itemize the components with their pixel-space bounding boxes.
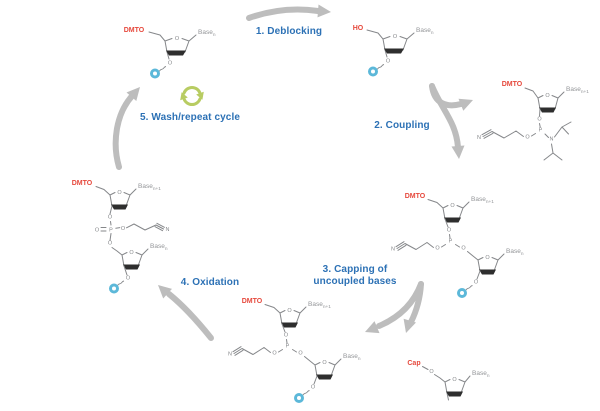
linker-oxygen-atom: O: [126, 276, 131, 282]
base-label: Basen+1: [566, 86, 589, 95]
linker-oxygen-atom: O: [311, 385, 316, 391]
dmt-group-label: DMTO: [502, 81, 523, 88]
linker-oxygen-atom: O: [386, 59, 391, 65]
nitrile-nitrogen-atom: N: [166, 227, 170, 233]
synthesis-cycle-diagram: { "steps": { "deblocking": "1. Deblockin…: [71, 4, 590, 403]
oxygen-atom: O: [108, 215, 113, 221]
bond-lines: [148, 31, 197, 73]
ring-oxygen-atom: O: [322, 360, 327, 366]
oxygen-atom: O: [429, 369, 434, 375]
oxygen-atom: O: [447, 228, 452, 234]
linker-oxygen-atom: O: [168, 61, 173, 67]
ring-oxygen-atom: O: [485, 255, 490, 261]
base-label-bottom: Basen: [343, 353, 361, 362]
linker-oxygen-atom: O: [474, 280, 479, 286]
amine-nitrogen-atom: N: [550, 137, 554, 143]
oxygen-atom: O: [298, 351, 303, 357]
step-label-capping: 3. Capping of uncoupled bases: [295, 264, 415, 287]
solid-support-bead: [368, 66, 378, 77]
step-label-deblocking: 1. Deblocking: [255, 26, 323, 37]
oxygen-atom: O: [284, 333, 289, 339]
dmt-group-label: DMTO: [124, 27, 145, 34]
oxygen-atom: O: [272, 351, 277, 357]
solid-support-bead: [109, 283, 119, 294]
base-label-bottom: Basen: [506, 248, 524, 257]
molecule-oxidized-phosphate: DMTO O Basen+1 O P O O N O O Basen O: [72, 180, 170, 294]
dmt-group-label: DMTO: [72, 180, 93, 187]
phosphorus-atom: P: [109, 228, 113, 234]
oxygen-atom: O: [121, 226, 126, 232]
solid-support-bead: [150, 68, 160, 79]
ring-oxygen-atom: O: [393, 34, 398, 40]
bond-lines: [395, 199, 505, 292]
bond-lines: [232, 304, 342, 397]
double-bond-oxygen-atom: O: [95, 228, 100, 234]
ring-oxygen-atom: O: [117, 190, 122, 196]
dmt-group-label: DMTO: [242, 298, 263, 305]
step-label-oxidation: 4. Oxidation: [180, 277, 240, 288]
bond-lines: [366, 29, 415, 71]
step-label-capping-line1: 3. Capping of: [322, 264, 388, 275]
solid-support-bead: [294, 393, 304, 403]
nitrile-nitrogen-atom: N: [228, 352, 232, 358]
cap-group-label: Cap: [407, 360, 420, 367]
oxidation-arrow: [158, 285, 214, 341]
nitrile-nitrogen-atom: N: [391, 247, 395, 253]
base-label-bottom: Basen: [150, 243, 168, 252]
phosphorus-atom: P: [539, 128, 543, 134]
bond-lines: [422, 366, 471, 401]
ring-oxygen-atom: O: [175, 36, 180, 42]
base-label: Basen: [416, 27, 434, 36]
coupling-arrow-down: [429, 83, 465, 159]
phosphorus-atom: P: [286, 344, 290, 350]
oxygen-atom: O: [435, 246, 440, 252]
base-label-top: Basen+1: [308, 301, 331, 310]
recycle-icon: [180, 86, 204, 106]
bond-lines: [95, 186, 165, 288]
deblocking-arrow: [246, 4, 331, 21]
oxygen-atom: O: [461, 246, 466, 252]
wash-arrow: [112, 87, 140, 170]
ring-oxygen-atom: O: [129, 250, 134, 256]
base-label: Basen: [198, 29, 216, 38]
molecule-coupled-phosphite: DMTO O Basen+1 O P O N O O Basen O: [391, 193, 524, 298]
oxygen-atom: O: [525, 135, 530, 141]
bond-lines: [481, 87, 572, 161]
molecule-phosphoramidite: DMTO O Basen+1 O P N O N: [477, 81, 589, 161]
ring-oxygen-atom: O: [545, 93, 550, 99]
molecule-support-nucleoside-oh: HO O Basen O: [353, 25, 434, 77]
phosphorus-atom: P: [449, 239, 453, 245]
step-label-wash-repeat: 5. Wash/repeat cycle: [139, 112, 240, 123]
step-label-coupling: 2. Coupling: [374, 120, 430, 131]
cycle-arrows: [112, 4, 473, 341]
ring-oxygen-atom: O: [287, 308, 292, 314]
dmt-group-label: DMTO: [405, 193, 426, 200]
base-label-top: Basen+1: [138, 183, 161, 192]
molecule-support-nucleoside-dmt: DMTO O Basen O: [124, 27, 216, 79]
hydroxyl-label: HO: [353, 25, 364, 32]
oxygen-atom: O: [537, 117, 542, 123]
base-label-top: Basen+1: [471, 196, 494, 205]
ring-oxygen-atom: O: [450, 203, 455, 209]
capping-arrow-down: [403, 281, 424, 333]
base-label: Basen: [472, 370, 490, 379]
ring-oxygen-atom: O: [452, 377, 457, 383]
molecule-phosphite-before-oxidation: DMTO O Basen+1 O P O N O O Basen O: [228, 298, 361, 403]
solid-support-bead: [457, 288, 467, 298]
oxygen-atom: O: [108, 241, 113, 247]
molecule-capped-failure: Cap O O Basen: [407, 360, 490, 401]
step-label-capping-line2: uncoupled bases: [313, 275, 397, 287]
nitrile-nitrogen-atom: N: [477, 135, 481, 141]
